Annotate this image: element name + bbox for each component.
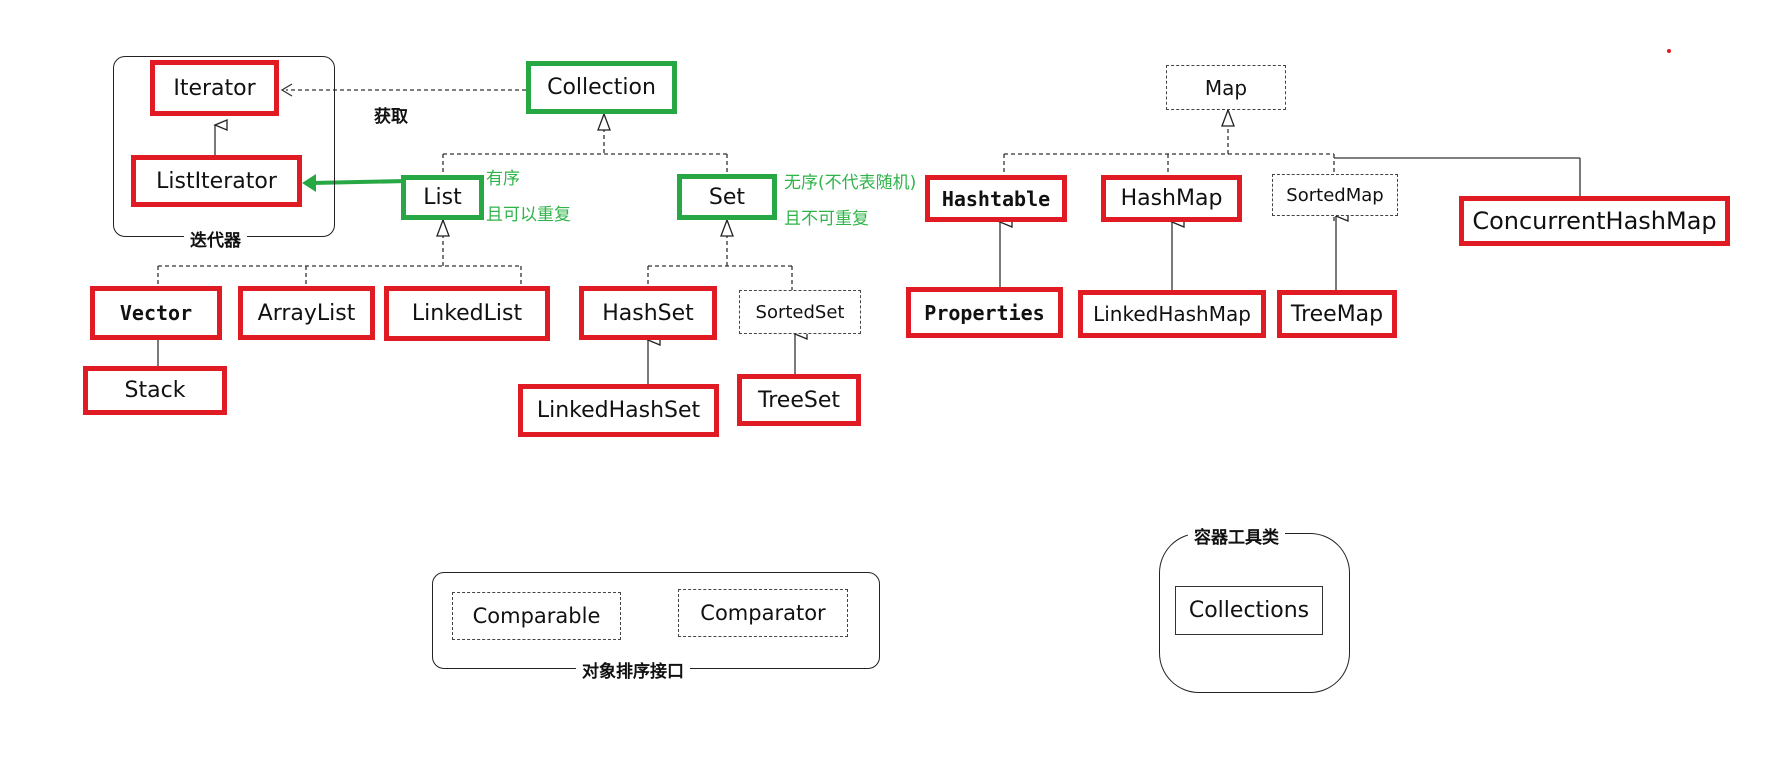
set-note-unordered: 无序(不代表随机) xyxy=(784,173,917,193)
linked-list-node: LinkedList xyxy=(384,286,550,341)
tree-map-node: TreeMap xyxy=(1277,290,1397,338)
sorted-set-node: SortedSet xyxy=(739,290,861,334)
list-note-repeatable: 且可以重复 xyxy=(486,205,571,225)
tree-set-node: TreeSet xyxy=(737,374,861,426)
red-dot-mark xyxy=(1667,49,1671,53)
linked-hash-map-node: LinkedHashMap xyxy=(1078,290,1266,338)
tools-group-caption: 容器工具类 xyxy=(1188,523,1285,548)
properties-node: Properties xyxy=(906,287,1063,338)
hashtable-node: Hashtable xyxy=(925,175,1067,222)
comparator-node: Comparator xyxy=(678,589,848,637)
map-node: Map xyxy=(1166,65,1286,110)
comparable-node: Comparable xyxy=(452,592,621,640)
sorted-map-node: SortedMap xyxy=(1272,174,1398,216)
iterator-group-caption: 迭代器 xyxy=(184,226,247,251)
hash-set-node: HashSet xyxy=(579,286,717,340)
iterator-node: Iterator xyxy=(150,60,279,116)
stack-node: Stack xyxy=(83,366,227,415)
array-list-node: ArrayList xyxy=(238,286,375,340)
collection-node: Collection xyxy=(526,61,677,114)
vector-node: Vector xyxy=(90,286,222,340)
list-note-ordered: 有序 xyxy=(486,169,520,189)
list-iterator-node: ListIterator xyxy=(131,155,302,207)
hash-map-node: HashMap xyxy=(1101,175,1242,222)
list-node: List xyxy=(401,175,484,220)
get-edge-label: 获取 xyxy=(374,102,408,127)
concurrent-hash-map-node: ConcurrentHashMap xyxy=(1459,196,1730,246)
set-node: Set xyxy=(677,174,777,220)
linked-hash-set-node: LinkedHashSet xyxy=(518,384,719,437)
set-note-unique: 且不可重复 xyxy=(784,209,869,229)
collections-node: Collections xyxy=(1175,586,1323,635)
sort-interfaces-caption: 对象排序接口 xyxy=(576,657,690,682)
